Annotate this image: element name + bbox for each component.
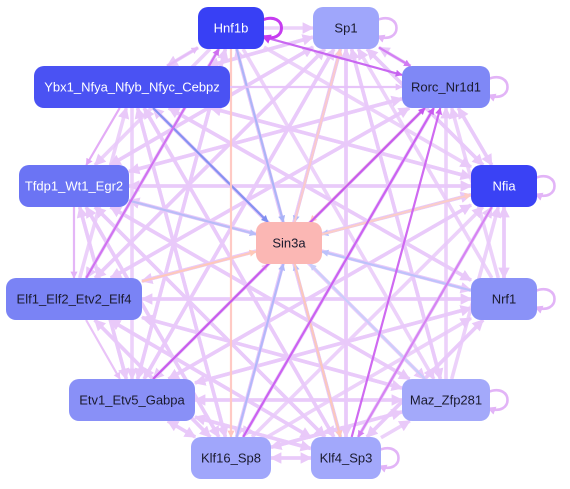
self-loop-rorc	[487, 75, 509, 102]
edge-klf4-to-maz	[380, 419, 411, 440]
edge-sp1-to-ybx1	[207, 35, 314, 69]
edge-hnf1b-to-sin3a	[235, 48, 286, 223]
node-tfdp1[interactable]: Tfdp1_Wt1_Egr2	[19, 165, 129, 207]
node-box-tfdp1	[19, 165, 129, 207]
node-nfia[interactable]: Nfia	[471, 165, 537, 207]
node-box-klf4	[311, 437, 381, 479]
node-klf4[interactable]: Klf4_Sp3	[311, 437, 381, 479]
node-box-nfia	[471, 165, 537, 207]
edge-sin3a-to-nfia	[321, 192, 472, 236]
node-box-maz	[402, 379, 490, 421]
node-maz[interactable]: Maz_Zfp281	[402, 379, 490, 421]
edge-maz-to-tfdp1	[109, 205, 411, 381]
node-label-nrf1: Nrf1	[492, 292, 517, 307]
node-klf16[interactable]: Klf16_Sp8	[191, 437, 271, 479]
node-label-ybx1: Ybx1_Nfya_Nfyb_Nfyc_Cebpz	[44, 80, 220, 95]
node-box-rorc	[402, 66, 490, 108]
node-elf1[interactable]: Elf1_Elf2_Etv2_Elf4	[6, 278, 142, 320]
edge-klf16-to-sin3a	[235, 263, 286, 438]
edge-nrf1-to-ybx1	[167, 106, 472, 282]
edge-ybx1-to-tfdp1	[85, 107, 121, 166]
node-box-sin3a	[256, 222, 322, 264]
edge-elf1-to-etv1	[85, 319, 121, 380]
node-hnf1b[interactable]: Hnf1b	[198, 7, 264, 49]
node-sp1[interactable]: Sp1	[313, 7, 379, 49]
edge-klf4-to-ybx1	[142, 107, 336, 438]
edge-klf16-to-rorc	[242, 107, 435, 438]
node-box-elf1	[6, 278, 142, 320]
edge-rorc-to-nfia	[456, 107, 494, 166]
node-label-etv1: Etv1_Etv5_Gabpa	[79, 393, 185, 408]
edge-ybx1-to-sin3a	[152, 107, 269, 223]
edge-klf16-to-etv1	[166, 419, 197, 439]
node-ybx1[interactable]: Ybx1_Nfya_Nfyb_Nfyc_Cebpz	[34, 66, 230, 108]
edge-nfia-to-klf4	[357, 206, 493, 438]
self-loop-nrf1	[534, 287, 556, 314]
node-box-etv1	[69, 379, 195, 421]
node-label-sin3a: Sin3a	[272, 236, 306, 251]
edge-hnf1b-to-maz	[241, 48, 436, 380]
node-etv1[interactable]: Etv1_Etv5_Gabpa	[69, 379, 195, 421]
node-sin3a[interactable]: Sin3a	[256, 222, 322, 264]
node-nrf1[interactable]: Nrf1	[471, 278, 537, 320]
edge-sp1-to-rorc	[378, 46, 412, 67]
edge-hnf1b-to-nfia	[263, 45, 472, 169]
node-label-hnf1b: Hnf1b	[214, 21, 249, 36]
node-box-hnf1b	[198, 7, 264, 49]
node-label-sp1: Sp1	[334, 21, 357, 36]
edge-ybx1-to-hnf1b	[166, 46, 199, 67]
node-label-elf1: Elf1_Elf2_Etv2_Elf4	[17, 292, 132, 307]
self-loop-maz	[487, 388, 509, 415]
node-label-nfia: Nfia	[492, 179, 516, 194]
node-rorc[interactable]: Rorc_Nr1d1	[402, 66, 490, 108]
node-label-klf4: Klf4_Sp3	[320, 451, 373, 466]
node-label-rorc: Rorc_Nr1d1	[411, 80, 481, 95]
edge-nfia-to-etv1	[167, 203, 472, 381]
edge-maz-to-elf1	[140, 314, 403, 390]
self-loop-sp1	[376, 16, 398, 43]
node-label-maz: Maz_Zfp281	[410, 393, 482, 408]
self-loop-hnf1b	[261, 16, 283, 44]
edge-sin3a-to-klf4	[293, 263, 343, 438]
edge-elf1-to-sin3a	[141, 249, 257, 283]
edge-rorc-to-tfdp1	[127, 96, 403, 175]
edge-tfdp1-to-sin3a	[128, 199, 257, 237]
edge-klf4-to-rorc	[350, 107, 443, 438]
edge-sin3a-to-sp1	[293, 48, 343, 223]
self-loop-nfia	[534, 174, 556, 201]
edge-maz-to-sin3a	[309, 263, 426, 380]
self-loops-layer	[261, 16, 556, 473]
edge-rorc-to-elf1	[109, 106, 411, 280]
edge-hnf1b-to-rorc	[263, 36, 403, 77]
node-box-sp1	[313, 7, 379, 49]
node-box-klf16	[191, 437, 271, 479]
self-loop-klf4	[378, 446, 400, 473]
node-label-klf16: Klf16_Sp8	[201, 451, 261, 466]
node-label-tfdp1: Tfdp1_Wt1_Egr2	[25, 179, 123, 194]
edge-sp1-to-etv1	[142, 48, 336, 380]
node-box-ybx1	[34, 66, 230, 108]
node-box-nrf1	[471, 278, 537, 320]
